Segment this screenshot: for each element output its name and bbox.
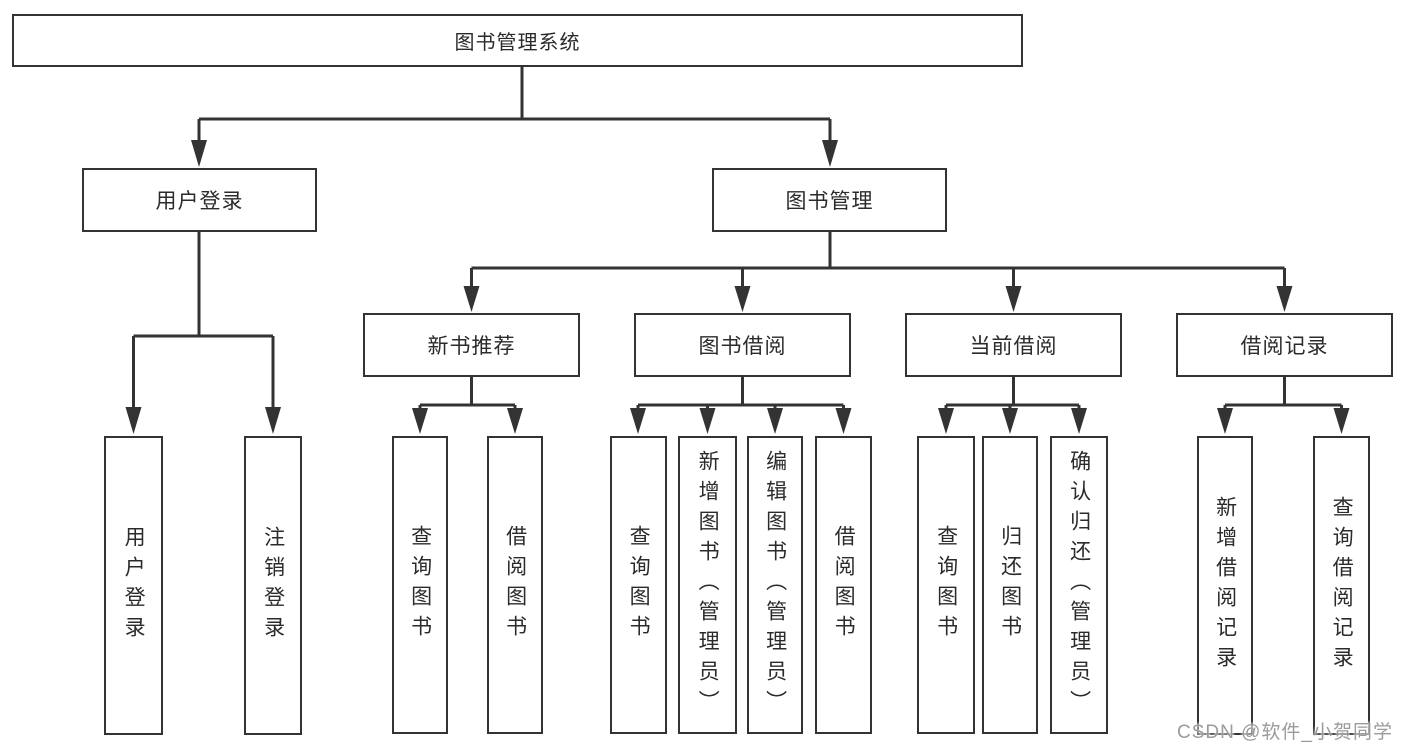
- node-user-login: 用户登录: [82, 168, 317, 232]
- node-label: 新增借阅记录: [1213, 495, 1237, 676]
- node-label: 新增图书（管理员）: [696, 450, 720, 720]
- node-label: 注销登录: [261, 525, 285, 646]
- leaf-query-books-3: 查询图书: [917, 436, 975, 734]
- leaf-query-borrow-record: 查询借阅记录: [1313, 436, 1370, 735]
- node-label: 图书管理系统: [454, 32, 581, 54]
- node-borrow-records: 借阅记录: [1176, 313, 1393, 377]
- leaf-add-borrow-record: 新增借阅记录: [1197, 436, 1253, 735]
- leaf-borrow-books-2: 借阅图书: [815, 436, 872, 734]
- node-label: 用户登录: [122, 525, 146, 646]
- node-label: 确认归还（管理员）: [1067, 450, 1091, 720]
- leaf-return-books: 归还图书: [982, 436, 1038, 734]
- node-label: 借阅图书: [832, 525, 856, 645]
- node-new-book-recommend: 新书推荐: [363, 313, 580, 377]
- leaf-borrow-books-1: 借阅图书: [487, 436, 543, 734]
- node-book-management: 图书管理: [712, 168, 947, 232]
- leaf-add-books-admin: 新增图书（管理员）: [678, 436, 737, 734]
- csdn-watermark: CSDN @软件_小贺同学: [1177, 722, 1393, 743]
- node-library-management-system: 图书管理系统: [12, 14, 1023, 67]
- leaf-confirm-return-admin: 确认归还（管理员）: [1050, 436, 1108, 734]
- node-label: 当前借阅: [969, 335, 1058, 358]
- node-label: 编辑图书（管理员）: [763, 450, 787, 720]
- node-label: 借阅记录: [1240, 335, 1329, 358]
- node-label: 归还图书: [998, 525, 1022, 645]
- node-label: 查询图书: [408, 525, 432, 645]
- node-label: 新书推荐: [427, 335, 516, 358]
- leaf-logout: 注销登录: [244, 436, 302, 735]
- leaf-query-books-2: 查询图书: [610, 436, 667, 734]
- node-label: 查询借阅记录: [1330, 495, 1354, 676]
- node-label: 借阅图书: [503, 525, 527, 645]
- node-label: 图书借阅: [698, 335, 787, 358]
- leaf-edit-books-admin: 编辑图书（管理员）: [747, 436, 803, 734]
- node-label: 查询图书: [934, 525, 958, 645]
- node-current-borrow: 当前借阅: [905, 313, 1122, 377]
- node-book-borrow: 图书借阅: [634, 313, 851, 377]
- leaf-user-login: 用户登录: [104, 436, 163, 735]
- node-label: 查询图书: [627, 525, 651, 645]
- node-label: 用户登录: [155, 190, 244, 213]
- node-label: 图书管理: [785, 190, 874, 213]
- leaf-query-books-1: 查询图书: [392, 436, 448, 734]
